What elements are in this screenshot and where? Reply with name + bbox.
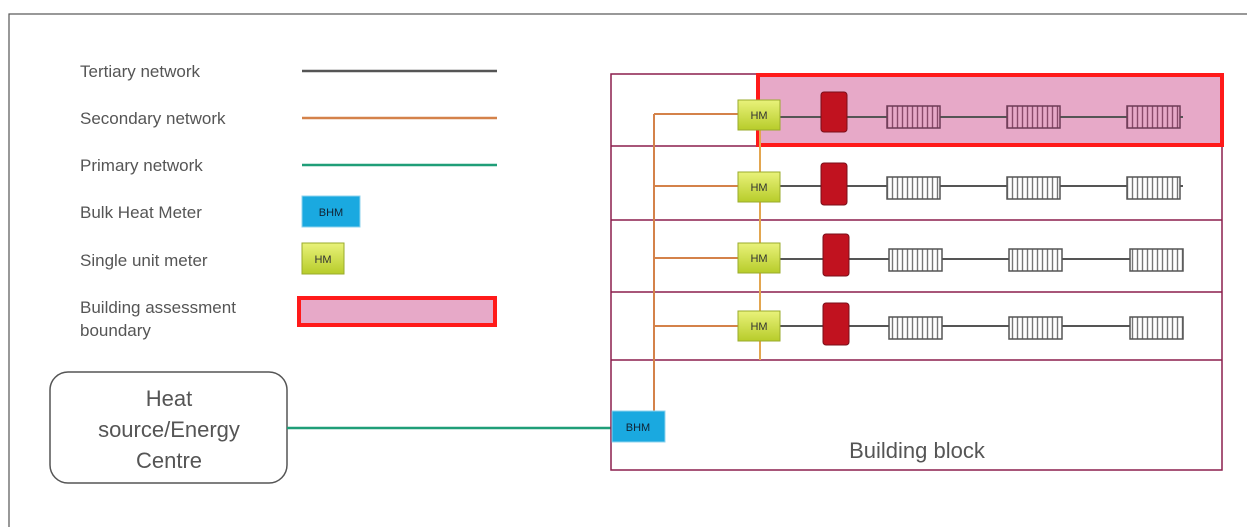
legend-label-primary: Primary network [80, 156, 203, 175]
legend-boundary-swatch [297, 296, 497, 327]
valve-4 [822, 302, 850, 346]
legend: Tertiary network Secondary network Prima… [80, 62, 497, 340]
unit-meter-text-4: HM [750, 321, 767, 333]
unit-meter-4 [737, 310, 781, 342]
heat-source: Heat source/Energy Centre [49, 371, 288, 484]
floor-unit-2: HM [737, 162, 1183, 206]
secondary-network [653, 113, 739, 413]
floor-unit-1: HM [737, 91, 1183, 133]
unit-meter-3 [737, 242, 781, 274]
legend-label-tertiary: Tertiary network [80, 62, 200, 81]
floor-unit-4: HM [737, 302, 1184, 346]
radiator-2b [1006, 176, 1061, 200]
radiator-4b [1008, 316, 1063, 340]
unit-meter-text-2: HM [750, 182, 767, 194]
heat-source-line2: source/Energy [98, 417, 240, 442]
radiator-4c [1129, 316, 1184, 340]
radiator-1a [886, 105, 941, 129]
building-block: Building block [610, 73, 1224, 471]
radiator-3a [888, 248, 943, 272]
unit-meter-2 [737, 171, 781, 203]
legend-bhm-text: BHM [319, 207, 343, 219]
building-bhm [611, 410, 666, 443]
legend-label-bulk-meter: Bulk Heat Meter [80, 203, 202, 222]
heat-source-line1: Heat [146, 386, 192, 411]
radiator-1b [1006, 105, 1061, 129]
unit-meter-text-1: HM [750, 110, 767, 122]
heat-source-line3: Centre [136, 448, 202, 473]
floor-unit-3: HM [737, 233, 1184, 277]
radiator-1c [1126, 105, 1181, 129]
legend-label-unit-meter: Single unit meter [80, 251, 208, 270]
valve-2 [820, 162, 848, 206]
valve-1 [820, 91, 848, 133]
valve-3 [822, 233, 850, 277]
unit-meter-1 [737, 99, 781, 131]
building-block-label: Building block [849, 438, 986, 463]
legend-hm-swatch [301, 242, 345, 275]
outer-frame [8, 13, 1247, 532]
radiator-3c [1129, 248, 1184, 272]
legend-label-secondary: Secondary network [80, 109, 226, 128]
radiator-2a [886, 176, 941, 200]
building-bhm-text: BHM [626, 422, 650, 434]
radiator-2c [1126, 176, 1181, 200]
legend-hm-text: HM [314, 254, 331, 266]
radiator-3b [1008, 248, 1063, 272]
radiator-4a [888, 316, 943, 340]
legend-bhm-swatch [301, 195, 361, 228]
legend-label-boundary-line1: Building assessment [80, 298, 236, 317]
legend-label-boundary-line2: boundary [80, 321, 151, 340]
unit-meter-text-3: HM [750, 253, 767, 265]
